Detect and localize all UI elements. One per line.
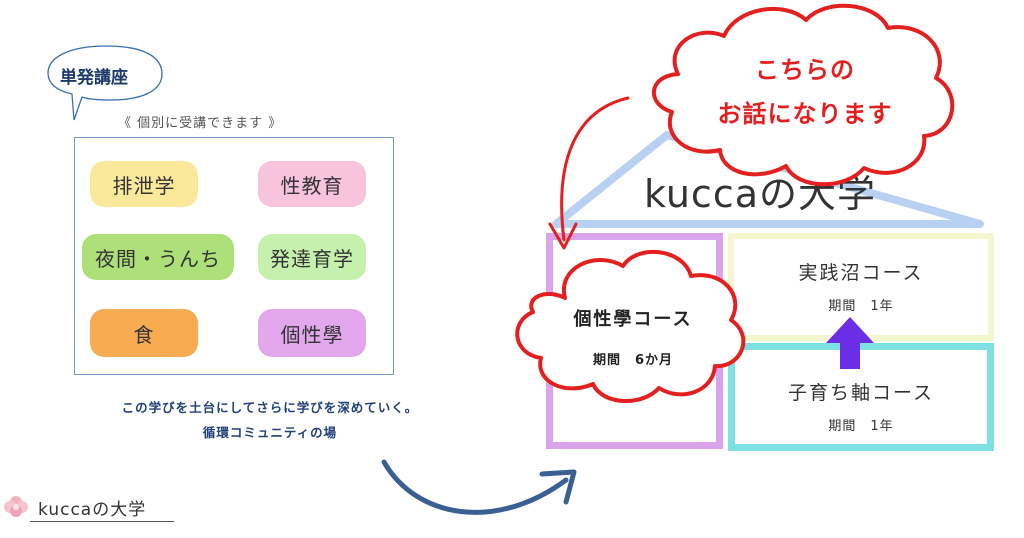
individual-course-name: 個性學コース	[573, 309, 693, 330]
callout-cloud-shape	[652, 3, 955, 187]
childcare-course-frame	[728, 343, 994, 451]
childcare-course[interactable]: 子育ち軸コース 期間 1年	[728, 378, 994, 434]
course-pill-individuality[interactable]: 個性學	[258, 309, 366, 357]
course-period: 期間 1年	[828, 419, 894, 434]
callout-text: こちらの お話になります	[660, 48, 950, 136]
course-name: 実践沼コース	[798, 262, 924, 284]
footer-underline	[30, 521, 174, 522]
single-course-bubble-label: 単発講座	[60, 68, 128, 88]
practice-course[interactable]: 実践沼コース 期間 1年	[728, 258, 994, 314]
individual-cloud-shape	[515, 249, 746, 403]
caption-line-1: この学びを土台にしてさらに学びを深めていく。	[121, 400, 419, 415]
up-arrow-icon	[826, 317, 874, 369]
single-course-box	[74, 137, 394, 375]
course-pill-sex-education[interactable]: 性教育	[258, 161, 366, 207]
single-course-subtitle: 《 個別に受講できます 》	[118, 116, 283, 131]
course-name: 子育ち軸コース	[787, 382, 935, 404]
flower-icon	[4, 496, 28, 517]
course-pill-development[interactable]: 発達育学	[258, 234, 366, 280]
speech-bubble-shape	[47, 45, 163, 121]
individual-course-period: 期間 6か月	[592, 353, 674, 368]
single-course-caption: この学びを土台にしてさらに学びを深めていく。 循環コミュニティの場	[70, 395, 470, 445]
flow-arrow	[381, 459, 577, 515]
course-pill-food[interactable]: 食	[90, 309, 198, 357]
individual-course[interactable]: 個性學コース 期間 6か月	[548, 305, 718, 368]
callout-line-2: お話になります	[717, 100, 893, 128]
course-pill-night-poop[interactable]: 夜間・うんち	[82, 234, 234, 280]
course-pill-excretion[interactable]: 排泄学	[90, 161, 198, 207]
course-period: 期間 1年	[828, 299, 894, 314]
footer-brand: kuccaの大学	[38, 500, 147, 520]
callout-line-1: こちらの	[755, 56, 855, 84]
callout-arrow	[548, 96, 630, 250]
caption-line-2: 循環コミュニティの場	[202, 425, 338, 440]
